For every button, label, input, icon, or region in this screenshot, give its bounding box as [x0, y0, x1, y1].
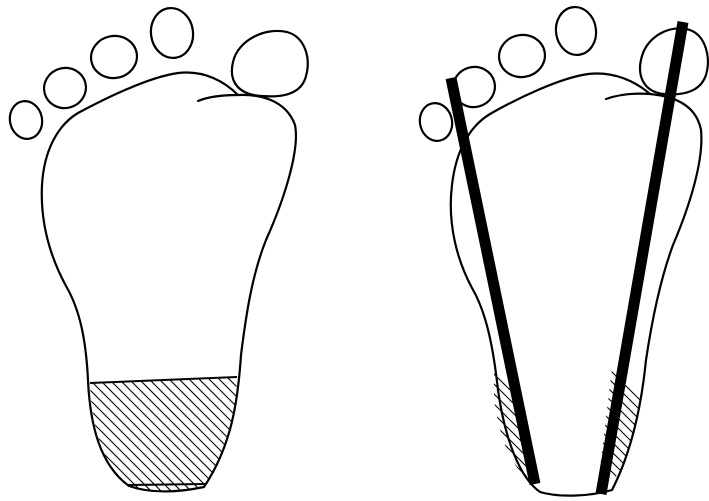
right-heel-hatching-medial [350, 340, 600, 480]
left-heel-top-boundary [90, 377, 237, 383]
left-foot [0, 5, 400, 501]
right-toe-third [496, 31, 549, 80]
left-toe-fourth [40, 63, 91, 113]
left-crease [198, 95, 238, 101]
left-toe-big [232, 31, 308, 96]
right-crease [606, 94, 650, 99]
left-toe-second [148, 5, 197, 60]
left-heel-hatching [0, 330, 400, 501]
left-toe-pinky [6, 98, 45, 142]
right-toe-pinky [416, 100, 455, 144]
left-heel-hatch-zone [0, 330, 400, 501]
right-medial-bar [451, 78, 535, 484]
right-foot [350, 4, 709, 495]
left-toe-third [88, 32, 141, 81]
left-heel-bottom-boundary [128, 484, 206, 485]
right-toe-second [553, 4, 599, 57]
